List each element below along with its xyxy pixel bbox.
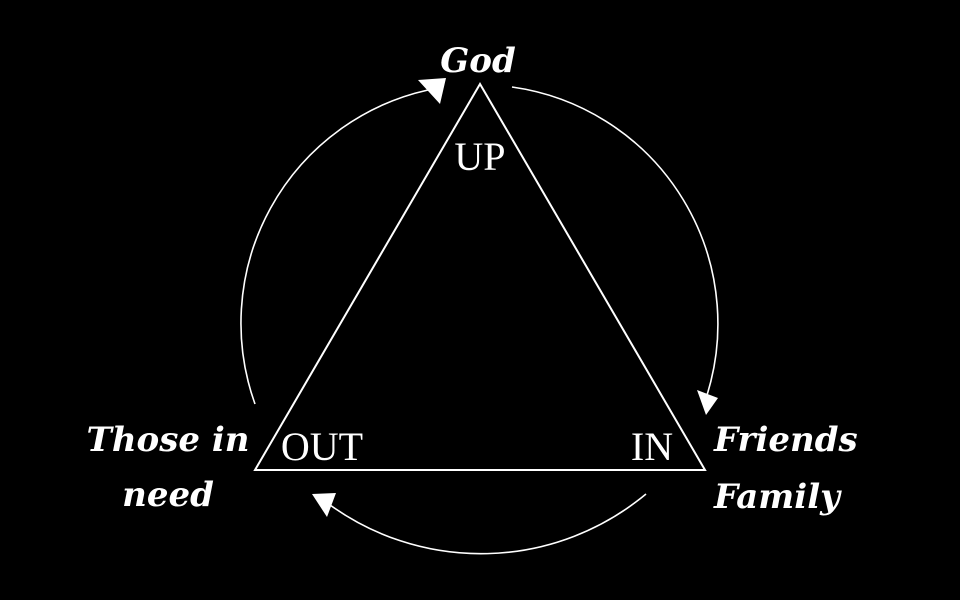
arrowhead-god-to-friends: [697, 390, 718, 415]
corner-label-in: IN: [631, 424, 673, 469]
arrow-god-to-friends: [511, 86, 719, 405]
label-those-in: Those in: [87, 420, 250, 460]
corner-label-out: OUT: [281, 424, 363, 469]
arrowhead-family-to-need: [312, 493, 336, 517]
arrowhead-need-to-god: [418, 78, 446, 104]
arrow-family-to-need: [325, 493, 647, 555]
arrow-need-to-god: [240, 89, 429, 405]
label-friends: Friends: [713, 420, 858, 460]
label-need: need: [122, 475, 214, 515]
corner-label-up: UP: [454, 134, 505, 179]
label-god: God: [440, 41, 516, 81]
triangle: [253, 82, 707, 471]
label-family: Family: [713, 477, 842, 517]
